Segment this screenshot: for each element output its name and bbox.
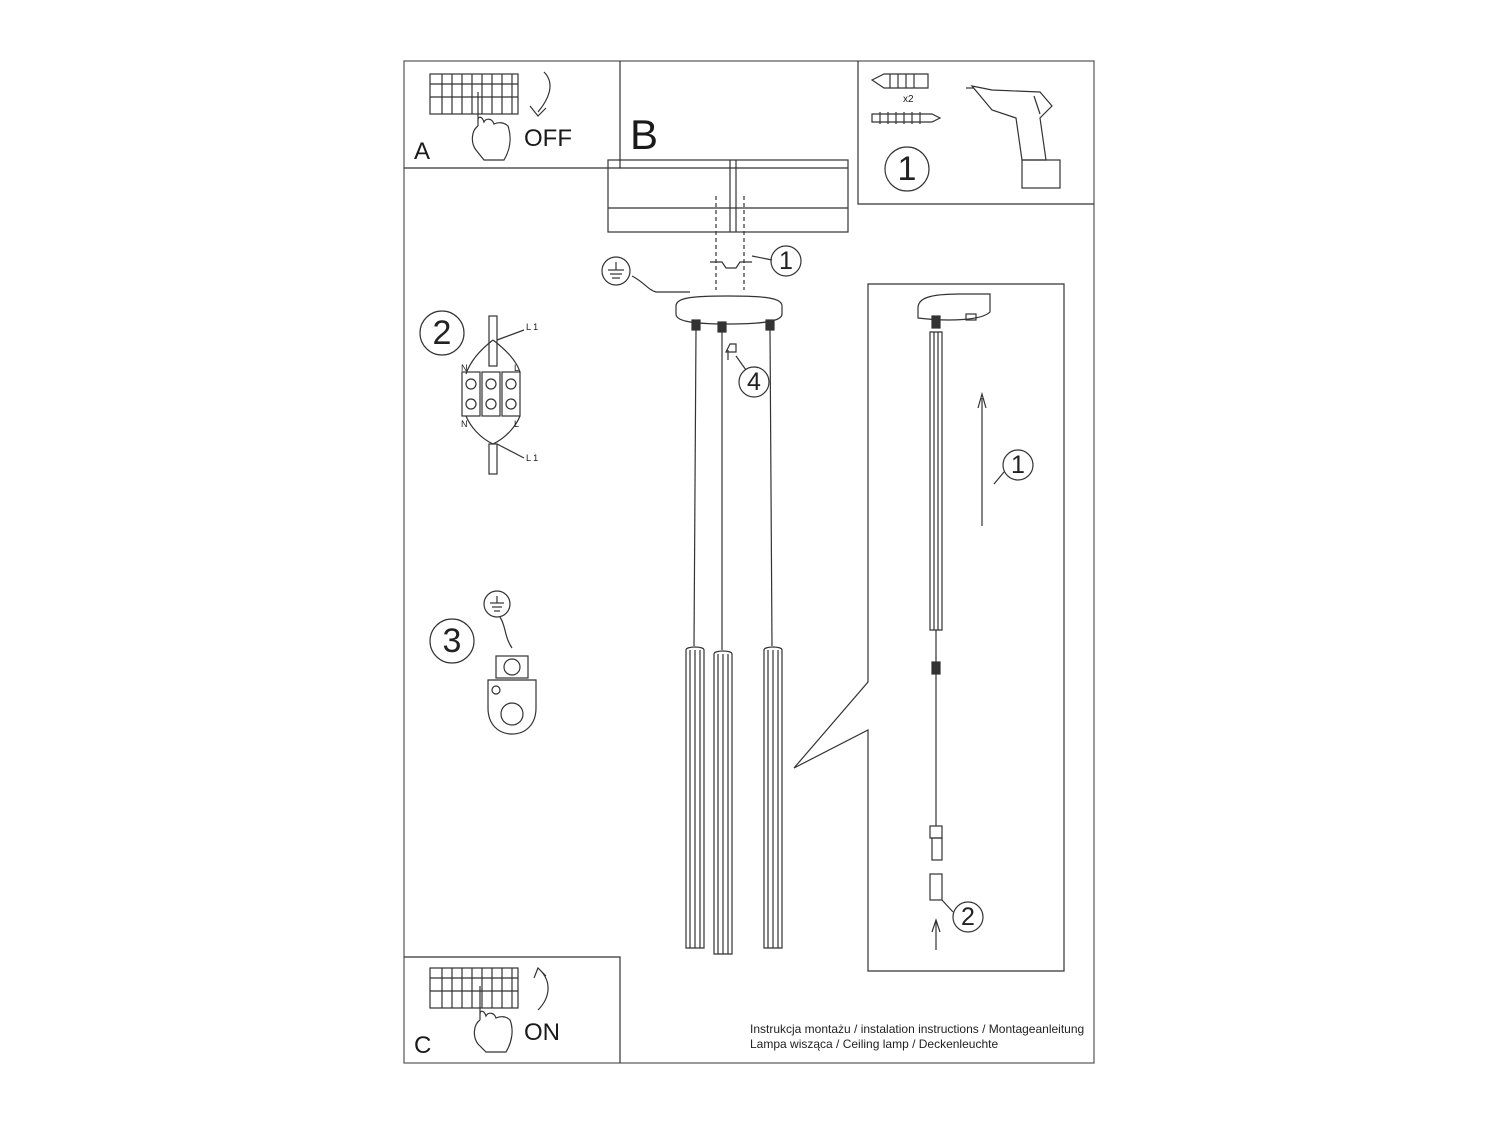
step-circle-tools — [884, 146, 930, 192]
raise-arrow-icon — [977, 391, 987, 526]
step-number-cap: 4 — [747, 368, 761, 396]
panel-c-action: ON — [524, 1019, 560, 1046]
step-circle-bracket — [770, 245, 802, 277]
insert-arrow-icon — [931, 918, 941, 950]
on-arrow-icon — [533, 966, 549, 1011]
drill-icon — [966, 85, 1061, 189]
step-number-bracket: 1 — [779, 247, 793, 275]
detail-canopy — [917, 293, 991, 321]
pendant-cables — [693, 329, 773, 650]
detail-tube — [929, 331, 943, 631]
hand-on-icon — [473, 986, 513, 1053]
panel-c-box — [404, 956, 621, 1063]
pendant-tubes — [685, 646, 783, 955]
ground-symbol-main — [601, 256, 690, 293]
detail-cable-grip — [931, 315, 941, 329]
step-number-connect: 2 — [961, 903, 975, 931]
ceiling-screws — [715, 196, 745, 290]
mounting-bracket — [710, 261, 752, 269]
step-number-wiring: 2 — [432, 314, 452, 352]
panel-b-letter: B — [630, 111, 659, 158]
fuse-box-on-icon — [429, 967, 519, 1009]
step-circle-ground — [429, 618, 475, 664]
ground-terminal — [487, 655, 537, 735]
footer-line-1: Instrukcja montażu / instalation instruc… — [750, 1022, 1085, 1036]
hand-off-icon — [471, 92, 511, 161]
step-number-raise: 1 — [1011, 451, 1025, 479]
terminal-block — [461, 315, 525, 475]
step-circle-raise — [1002, 449, 1034, 481]
ceiling-mount-box — [607, 159, 849, 233]
fuse-box-off-icon — [429, 73, 519, 115]
panel-a-letter: A — [414, 138, 431, 165]
wall-plug-icon — [870, 73, 929, 89]
wire-label-l1-bottom: L 1 — [526, 453, 539, 463]
screw-icon — [871, 112, 942, 124]
wire-label-n-top: N — [461, 363, 468, 373]
canopy — [675, 295, 783, 333]
detail-socket — [929, 825, 943, 901]
wire-label-n-bottom: N — [461, 419, 468, 429]
panel-tools-box — [857, 61, 1094, 205]
step-circle-connect — [952, 901, 984, 933]
wire-label-l-top: L — [514, 363, 520, 373]
tool-quantity: x2 — [903, 94, 914, 105]
off-arrow-icon — [529, 71, 551, 117]
page-frame — [403, 60, 1095, 1064]
decorative-cap — [725, 343, 737, 360]
step-number-tools: 1 — [897, 150, 917, 188]
step-circle-cap — [738, 366, 770, 398]
wire-label-l-bottom: L — [514, 419, 520, 429]
panel-a-action: OFF — [524, 125, 572, 152]
footer-line-2: Lampa wisząca / Ceiling lamp / Deckenleu… — [750, 1037, 999, 1051]
ground-symbol-terminal — [483, 590, 513, 649]
wire-label-l1-top: L 1 — [526, 322, 539, 332]
step-circle-wiring — [419, 310, 465, 356]
panel-c-letter: C — [414, 1032, 432, 1059]
step-number-ground: 3 — [442, 622, 462, 660]
detail-callout — [793, 283, 1065, 972]
